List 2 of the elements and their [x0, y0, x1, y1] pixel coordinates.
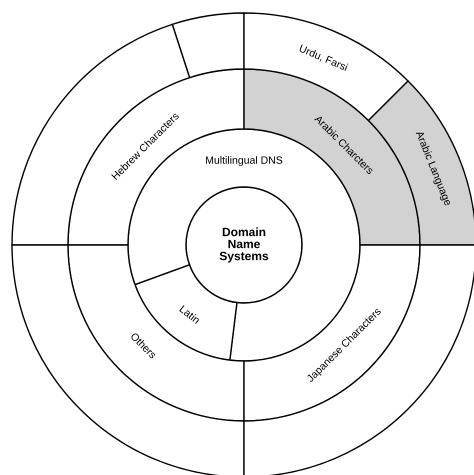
ring-segment	[11, 24, 190, 246]
ring-segment	[172, 12, 245, 78]
